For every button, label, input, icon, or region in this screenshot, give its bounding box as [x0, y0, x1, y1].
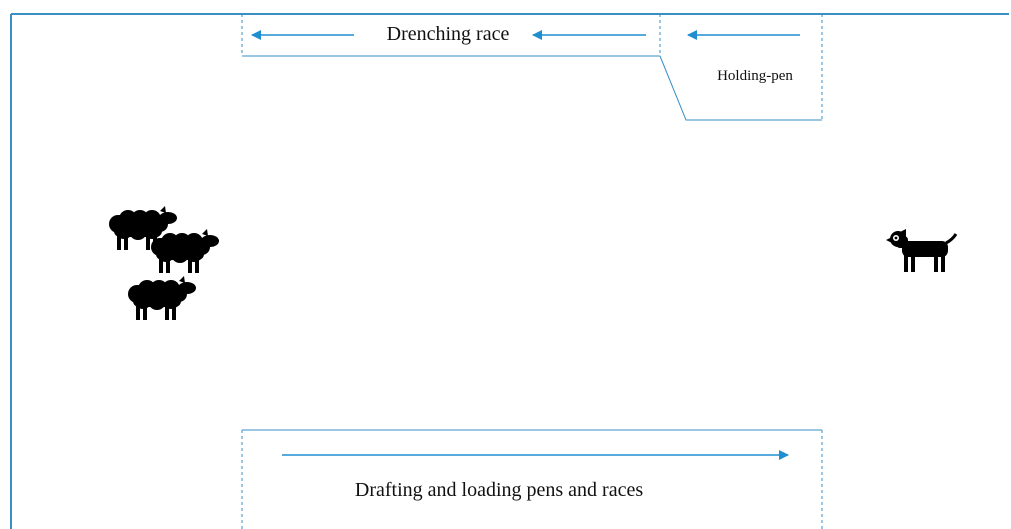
yard-fence: [10, 13, 1009, 529]
holding-pen-funnel-rail: [659, 55, 822, 121]
drenching-race: Drenching race: [241, 14, 661, 57]
drafting-pens-label: Drafting and loading pens and races: [355, 479, 643, 501]
sheep-icon: [128, 276, 196, 320]
dog-icon: [886, 229, 958, 272]
holding-pen: Holding-pen: [659, 14, 823, 121]
drafting-pens: Drafting and loading pens and races: [241, 429, 823, 529]
sheep-flock: [109, 206, 219, 320]
sheep-icon: [151, 229, 219, 273]
drenching-race-label: Drenching race: [387, 23, 510, 45]
holding-pen-label: Holding-pen: [717, 68, 793, 84]
